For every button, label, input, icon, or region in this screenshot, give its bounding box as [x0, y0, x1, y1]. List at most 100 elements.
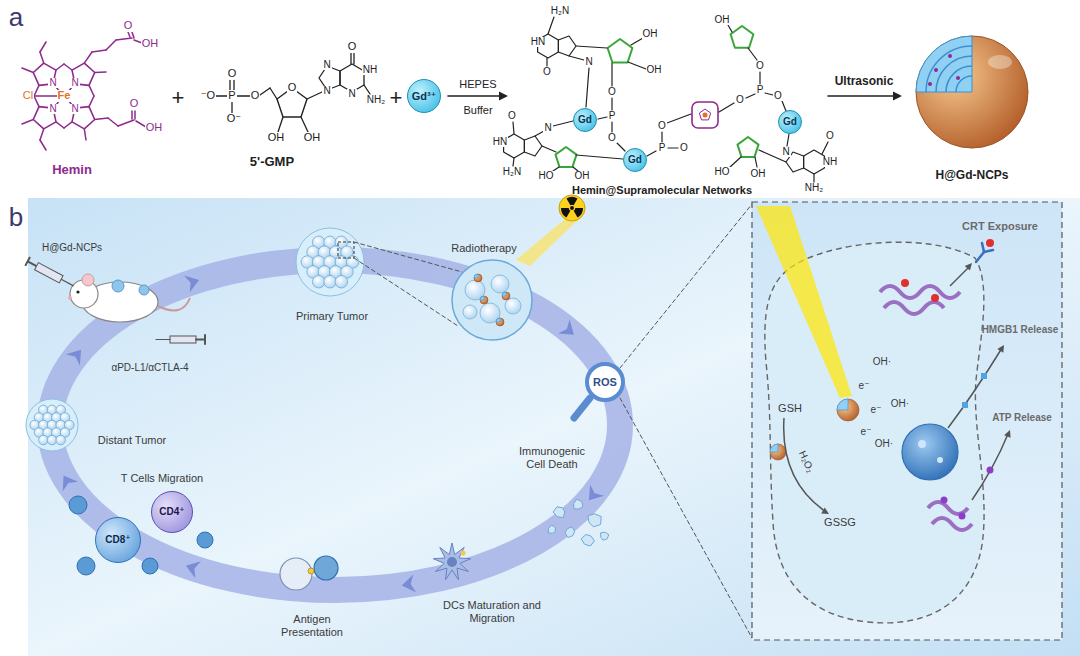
stage-label: H@Gd-NCPs: [42, 242, 102, 254]
arrow-head: [893, 92, 902, 101]
atom-label: O: [347, 41, 358, 53]
t-cell: [69, 496, 87, 514]
mouse-tumor: [112, 280, 124, 292]
x-ray-beam: [756, 206, 852, 398]
mechanism-label: H₂O₂: [796, 449, 816, 474]
stage-label: Immunogenic Cell Death: [510, 445, 594, 470]
atom-label: O: [227, 68, 238, 80]
syringe-plunger: [196, 339, 205, 341]
atom-label: OH: [145, 122, 164, 134]
cycle-arrow: [589, 484, 604, 500]
reaction-arrow: [448, 95, 500, 97]
hemin-dot: [956, 76, 960, 80]
hemin-bond: [89, 85, 94, 96]
crt-dot: [986, 239, 994, 247]
network-bond: [546, 58, 547, 66]
node-text: Gd: [783, 117, 797, 127]
nanoparticle-core: [480, 296, 484, 300]
atom-label: OH: [750, 169, 767, 180]
atom-label: HO: [538, 171, 555, 182]
nanoparticle-core: [770, 444, 778, 452]
hemin-bond: [56, 64, 64, 70]
condition-label: HEPES: [459, 78, 496, 91]
radiation-symbol: [559, 195, 585, 221]
mouse-nose: [68, 296, 72, 300]
cell-debris: [601, 532, 609, 540]
hemin-bond: [89, 96, 94, 107]
atom-label: HO: [714, 167, 731, 178]
nanoparticle-core: [496, 318, 500, 322]
atom-label: OH: [642, 29, 659, 40]
hemin-bond: [106, 40, 116, 50]
atom-label: O: [507, 111, 517, 122]
network-bond: [748, 48, 757, 60]
zoom-line: [620, 204, 752, 368]
hmgb1-square: [962, 402, 968, 408]
network-bond: [667, 114, 691, 123]
t-cell: [142, 558, 158, 574]
atom-label: O: [825, 131, 835, 142]
network-bond: [765, 93, 773, 95]
plus-sign: +: [390, 85, 403, 110]
atom-label: Cl: [22, 90, 34, 102]
syringe: [25, 257, 76, 290]
cell-debris: [574, 499, 583, 509]
hemin-bond: [34, 96, 39, 107]
antigen-presenting-cell: [280, 558, 312, 590]
endoplasmic-reticulum: [880, 286, 960, 298]
hemin-bond: [40, 42, 46, 52]
network-bond: [598, 117, 607, 119]
network-bond: [576, 46, 607, 48]
network-bond: [569, 56, 584, 60]
atom-label: OH: [714, 15, 731, 26]
guanine-ring: [558, 36, 576, 56]
atp-dot: [987, 467, 994, 474]
irradiated-cell-zoom: [452, 260, 532, 340]
gmp-bond: [237, 95, 250, 96]
atom-label: N: [322, 86, 331, 97]
nanoparticle-core: [474, 274, 478, 278]
mechanism-label: GSH: [778, 402, 802, 415]
mechanism-label: ATP Release: [992, 412, 1052, 424]
tumor-cell: [491, 275, 509, 293]
gmp-bond: [353, 53, 354, 64]
zoom-box: [752, 202, 1062, 640]
radiation-center: [570, 206, 574, 210]
network-bond: [611, 63, 612, 86]
atom-label: OH: [267, 132, 286, 144]
mouse-ear: [82, 274, 94, 286]
atom-label: N: [781, 147, 790, 158]
atom-label: O⁻: [226, 113, 242, 125]
atom-label: P: [608, 111, 617, 122]
hemin-bond: [56, 122, 64, 128]
network-bond: [813, 174, 814, 182]
atom-label: O: [657, 121, 667, 132]
hemin-bond: [64, 64, 72, 70]
atom-label: O: [773, 91, 783, 102]
network-layer: [926, 46, 972, 92]
compound-name: Hemin@Supramolecular Networks: [572, 184, 752, 197]
t-cell: [197, 532, 213, 548]
gmp-bond: [229, 80, 230, 90]
cycle-arrow: [186, 561, 201, 578]
compound-name: 5'-GMP: [250, 155, 294, 170]
hemin-bond: [95, 118, 108, 120]
network-layer: [956, 76, 972, 92]
gmp-bond: [307, 92, 322, 99]
cell-debris: [581, 535, 594, 547]
hemin-bond: [92, 50, 106, 52]
radiation-blade: [566, 197, 577, 205]
stage-label: T Cells Migration: [121, 472, 203, 485]
cycle-ring: [50, 260, 620, 590]
atp-dot: [941, 497, 948, 504]
network-bond: [553, 121, 573, 126]
panel-background: [28, 198, 1080, 656]
mechanism-label: OH·: [891, 398, 909, 410]
atom-label: OH: [646, 65, 663, 76]
mechanism-label: OH·: [875, 438, 893, 450]
arrow-head: [499, 92, 508, 101]
syringe-barrel: [170, 336, 196, 343]
mechanism-label: OH·: [873, 356, 891, 368]
nanoparticle: [837, 399, 859, 421]
